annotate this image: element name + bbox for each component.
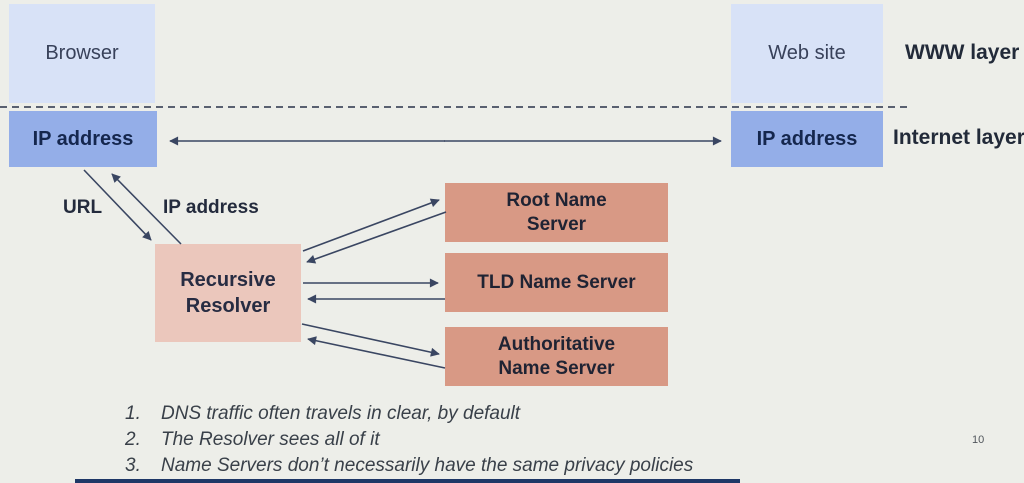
privacy-notes-list: 1. DNS traffic often travels in clear, b… <box>125 401 693 479</box>
root-name-server-label: Root Name Server <box>506 189 607 235</box>
recursive-resolver-box: Recursive Resolver <box>155 244 301 342</box>
root-name-server-box: Root Name Server <box>445 183 668 242</box>
internet-layer-label: Internet layer <box>893 126 1024 149</box>
url-label: URL <box>63 197 103 218</box>
bottom-accent-bar <box>75 479 740 483</box>
tld-name-server-box: TLD Name Server <box>445 253 668 312</box>
page-number: 10 <box>972 434 985 446</box>
arrow-resolver-to-authoritative <box>301 323 440 357</box>
arrow-authoritative-to-resolver <box>307 336 446 369</box>
tld-name-server-label: TLD Name Server <box>477 271 636 293</box>
note-text: Name Servers don’t necessarily have the … <box>161 455 694 476</box>
list-item: 1. DNS traffic often travels in clear, b… <box>125 401 693 427</box>
note-number: 3. <box>125 455 141 476</box>
list-item: 2. The Resolver sees all of it <box>125 427 693 453</box>
ip-address-right-label: IP address <box>756 127 858 150</box>
arrow-resolver-to-root <box>302 198 440 252</box>
authoritative-name-server-box: Authoritative Name Server <box>445 327 668 386</box>
list-item: 3. Name Servers don’t necessarily have t… <box>125 453 693 479</box>
recursive-resolver-label: Recursive Resolver <box>180 269 276 317</box>
note-text: DNS traffic often travels in clear, by d… <box>161 403 521 424</box>
note-number: 2. <box>125 429 141 450</box>
ip-address-edge-label: IP address <box>163 197 259 218</box>
authoritative-name-server-label: Authoritative Name Server <box>497 333 616 379</box>
browser-label: Browser <box>45 42 119 64</box>
ip-address-box-left: IP address <box>9 111 157 167</box>
ip-address-left-label: IP address <box>32 127 134 150</box>
browser-box: Browser <box>9 4 155 103</box>
website-label: Web site <box>768 42 846 64</box>
arrow-root-to-resolver <box>306 211 447 264</box>
ip-address-box-right: IP address <box>731 111 883 167</box>
note-text: The Resolver sees all of it <box>161 429 380 450</box>
www-layer-label: WWW layer <box>905 41 1020 64</box>
note-number: 1. <box>125 403 141 424</box>
website-box: Web site <box>731 4 883 103</box>
